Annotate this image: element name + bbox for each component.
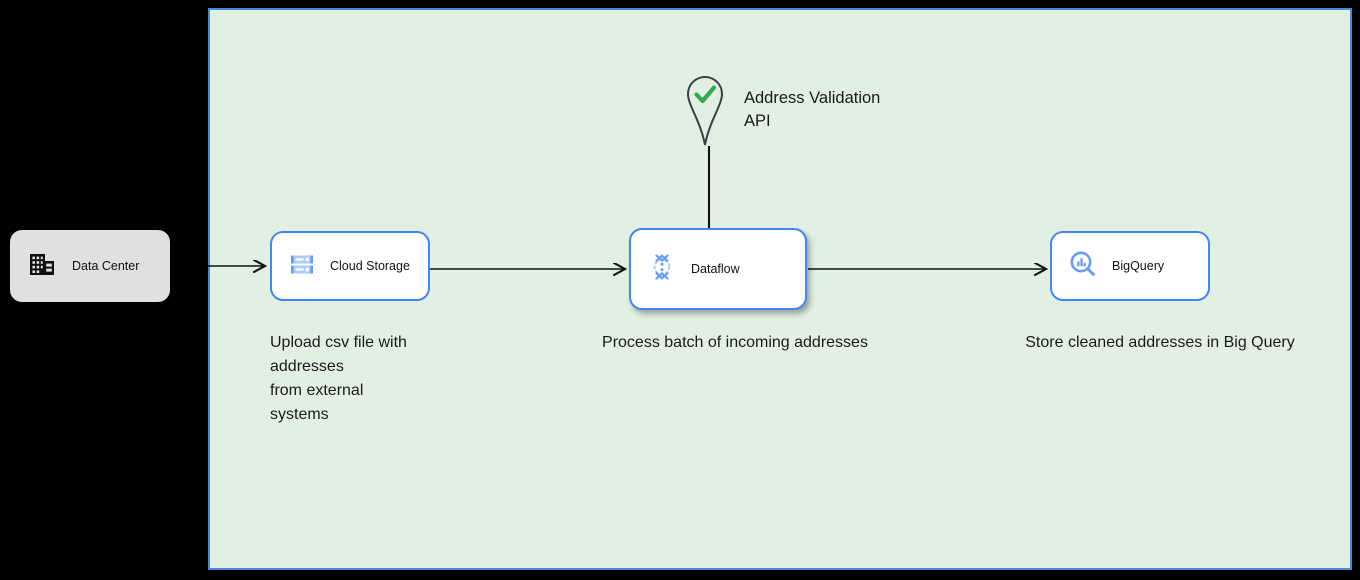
cloud-storage-icon bbox=[288, 250, 316, 283]
address-validation-api-label: Address Validation API bbox=[744, 89, 881, 130]
dataflow-icon bbox=[647, 252, 677, 287]
node-data-center[interactable]: Data Center bbox=[10, 230, 170, 302]
data-center-label: Data Center bbox=[72, 259, 140, 273]
caption-bigquery: Store cleaned addresses in Big Query bbox=[1025, 334, 1295, 351]
caption-cloud-storage: Upload csv file with addresses from exte… bbox=[270, 334, 407, 423]
caption-dataflow: Process batch of incoming addresses bbox=[602, 334, 868, 351]
map-pin-check-icon bbox=[684, 75, 726, 152]
bigquery-icon bbox=[1068, 249, 1098, 284]
cloud-storage-label: Cloud Storage bbox=[330, 259, 410, 273]
node-bigquery[interactable]: BigQuery bbox=[1050, 231, 1210, 301]
node-dataflow[interactable]: Dataflow bbox=[629, 228, 807, 310]
node-cloud-storage[interactable]: Cloud Storage bbox=[270, 231, 430, 301]
node-address-validation-api[interactable]: Address Validation API bbox=[684, 75, 880, 152]
bigquery-label: BigQuery bbox=[1112, 259, 1165, 273]
dataflow-label: Dataflow bbox=[691, 262, 740, 276]
building-icon bbox=[28, 250, 56, 283]
